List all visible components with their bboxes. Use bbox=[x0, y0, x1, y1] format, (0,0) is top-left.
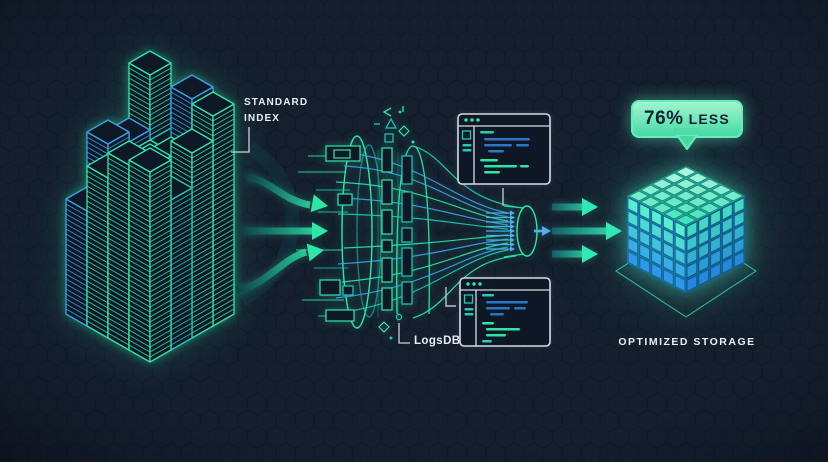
code-line bbox=[486, 328, 520, 331]
flow-arrowhead bbox=[582, 245, 598, 263]
flow-arrow bbox=[235, 248, 308, 294]
label-bracket bbox=[398, 323, 410, 344]
code-line bbox=[482, 340, 492, 343]
window-connector bbox=[445, 287, 456, 307]
flow-arrowhead bbox=[312, 222, 328, 240]
tower bbox=[128, 147, 172, 363]
output-arrows bbox=[552, 198, 622, 263]
code-line bbox=[514, 307, 526, 310]
sidebar-file-icon bbox=[463, 294, 474, 304]
code-line bbox=[484, 165, 517, 168]
ingest-arrows bbox=[235, 173, 328, 294]
code-line bbox=[482, 322, 494, 325]
badge-value: 76% bbox=[644, 108, 684, 129]
code-line bbox=[480, 131, 494, 134]
window-dot bbox=[470, 118, 474, 122]
code-line bbox=[484, 171, 500, 174]
code-line bbox=[484, 144, 512, 147]
label-bracket bbox=[231, 127, 250, 153]
logsdb-label: LogsDB bbox=[414, 335, 461, 347]
nozzle-exit-arrow bbox=[542, 226, 551, 236]
flow-arrowhead bbox=[582, 198, 598, 216]
standard-index-label: STANDARD INDEX bbox=[244, 97, 309, 124]
badge-bubble bbox=[631, 100, 743, 150]
badge-tail-cover bbox=[674, 128, 700, 135]
code-window bbox=[459, 277, 551, 347]
optimized-storage-label: OPTIMIZED STORAGE bbox=[618, 336, 756, 348]
flow-arrow bbox=[246, 173, 311, 209]
flow-arrowhead bbox=[606, 222, 622, 240]
code-line bbox=[486, 301, 528, 304]
window-dot bbox=[464, 118, 468, 122]
optimized-storage-cube bbox=[614, 166, 758, 318]
code-line bbox=[516, 144, 529, 147]
label-brackets bbox=[231, 127, 410, 344]
flow-arrowhead bbox=[306, 243, 324, 262]
standard-index-towers bbox=[65, 50, 235, 363]
window-dot bbox=[466, 282, 470, 286]
code-line bbox=[490, 313, 504, 316]
window-dot bbox=[476, 118, 480, 122]
code-windows bbox=[445, 113, 551, 347]
flow-arrowhead bbox=[310, 194, 328, 213]
badge-text: 76% LESS bbox=[632, 101, 742, 137]
window-dot bbox=[478, 282, 482, 286]
code-line bbox=[486, 334, 506, 337]
code-line bbox=[520, 165, 529, 168]
code-line bbox=[486, 307, 510, 310]
badge-suffix: LESS bbox=[688, 111, 730, 127]
window-dot bbox=[472, 282, 476, 286]
code-line bbox=[488, 150, 504, 153]
code-line bbox=[480, 159, 498, 162]
code-line bbox=[482, 294, 494, 297]
code-window bbox=[457, 113, 551, 185]
logsdb-funnel bbox=[296, 106, 551, 340]
code-line bbox=[484, 138, 530, 141]
sidebar-file-icon bbox=[461, 130, 472, 140]
